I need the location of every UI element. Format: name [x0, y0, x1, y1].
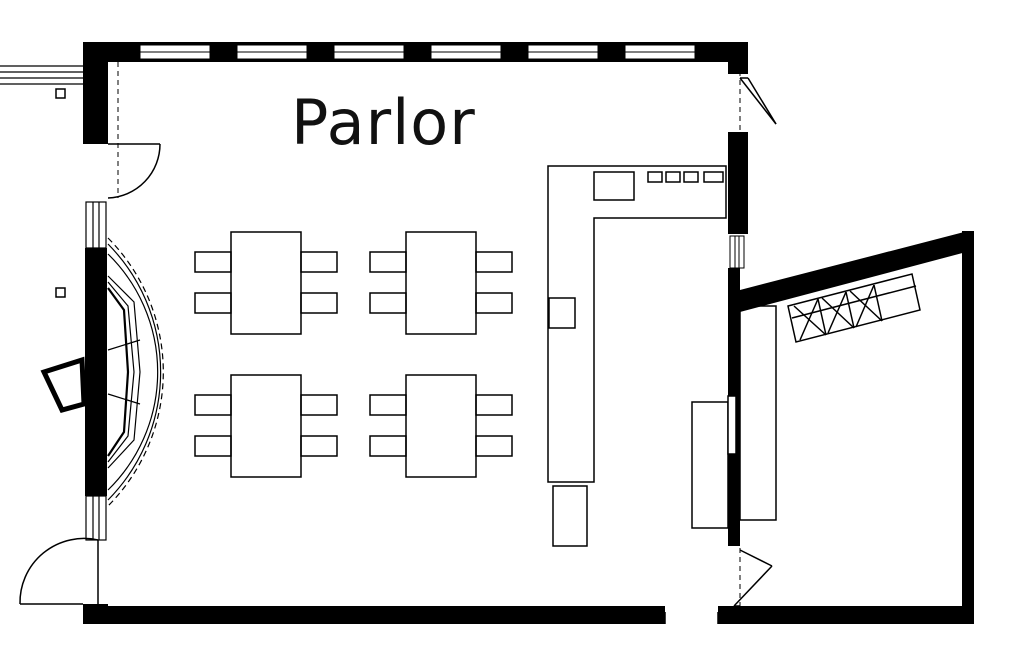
- wall-left-lower: [83, 604, 108, 624]
- bar-counter: [547, 165, 727, 547]
- dining-table-group: [194, 374, 338, 478]
- bar-appliance: [593, 171, 635, 201]
- chair: [194, 394, 232, 416]
- door-right-upper: [739, 77, 777, 125]
- chair: [300, 292, 338, 314]
- wall-cabinet-inner: [727, 395, 737, 455]
- door-right-lower: [733, 549, 773, 607]
- walls: [83, 42, 974, 624]
- chair: [369, 292, 407, 314]
- wall-annex-right: [962, 231, 974, 624]
- chair: [369, 435, 407, 457]
- annex-counter: [739, 305, 777, 521]
- wall-bottom-right: [718, 606, 970, 624]
- chair: [369, 251, 407, 273]
- bar-tap: [683, 171, 699, 183]
- wall-annex-top: [740, 231, 970, 312]
- room-name-label: Parlor: [291, 86, 476, 159]
- chair: [369, 394, 407, 416]
- chair: [475, 251, 513, 273]
- wall-right-upper: [728, 42, 748, 74]
- fireplace-marker: [40, 356, 87, 413]
- wall-left-middle: [85, 248, 107, 496]
- wall-left-upper: [83, 42, 108, 144]
- chair: [475, 435, 513, 457]
- dining-table: [405, 374, 477, 478]
- storage-rack: [787, 273, 921, 343]
- dining-table: [230, 374, 302, 478]
- bar-tap: [703, 171, 724, 183]
- door-left-upper: [107, 143, 161, 199]
- wall-cabinet: [691, 401, 729, 529]
- dining-table: [405, 231, 477, 335]
- post: [55, 287, 66, 298]
- bar-cabinet: [552, 485, 588, 547]
- chair: [194, 435, 232, 457]
- dining-table-group: [369, 231, 513, 335]
- wall-bottom-left: [83, 606, 665, 624]
- chair: [300, 435, 338, 457]
- dining-table-group: [369, 374, 513, 478]
- dining-table-group: [194, 231, 338, 335]
- top-windows: [139, 44, 696, 60]
- chair: [475, 394, 513, 416]
- wall-right-middle: [728, 132, 748, 234]
- chair: [194, 251, 232, 273]
- bar-tap: [665, 171, 681, 183]
- door-left-lower: [19, 537, 99, 605]
- bar-tap: [647, 171, 663, 183]
- post: [55, 88, 66, 99]
- chair: [194, 292, 232, 314]
- chair: [300, 251, 338, 273]
- railing: [0, 65, 83, 85]
- side-window-right: [729, 235, 745, 269]
- chair: [300, 394, 338, 416]
- dining-table: [230, 231, 302, 335]
- chair: [475, 292, 513, 314]
- bay-window: [85, 201, 164, 541]
- bar-sink: [548, 297, 576, 329]
